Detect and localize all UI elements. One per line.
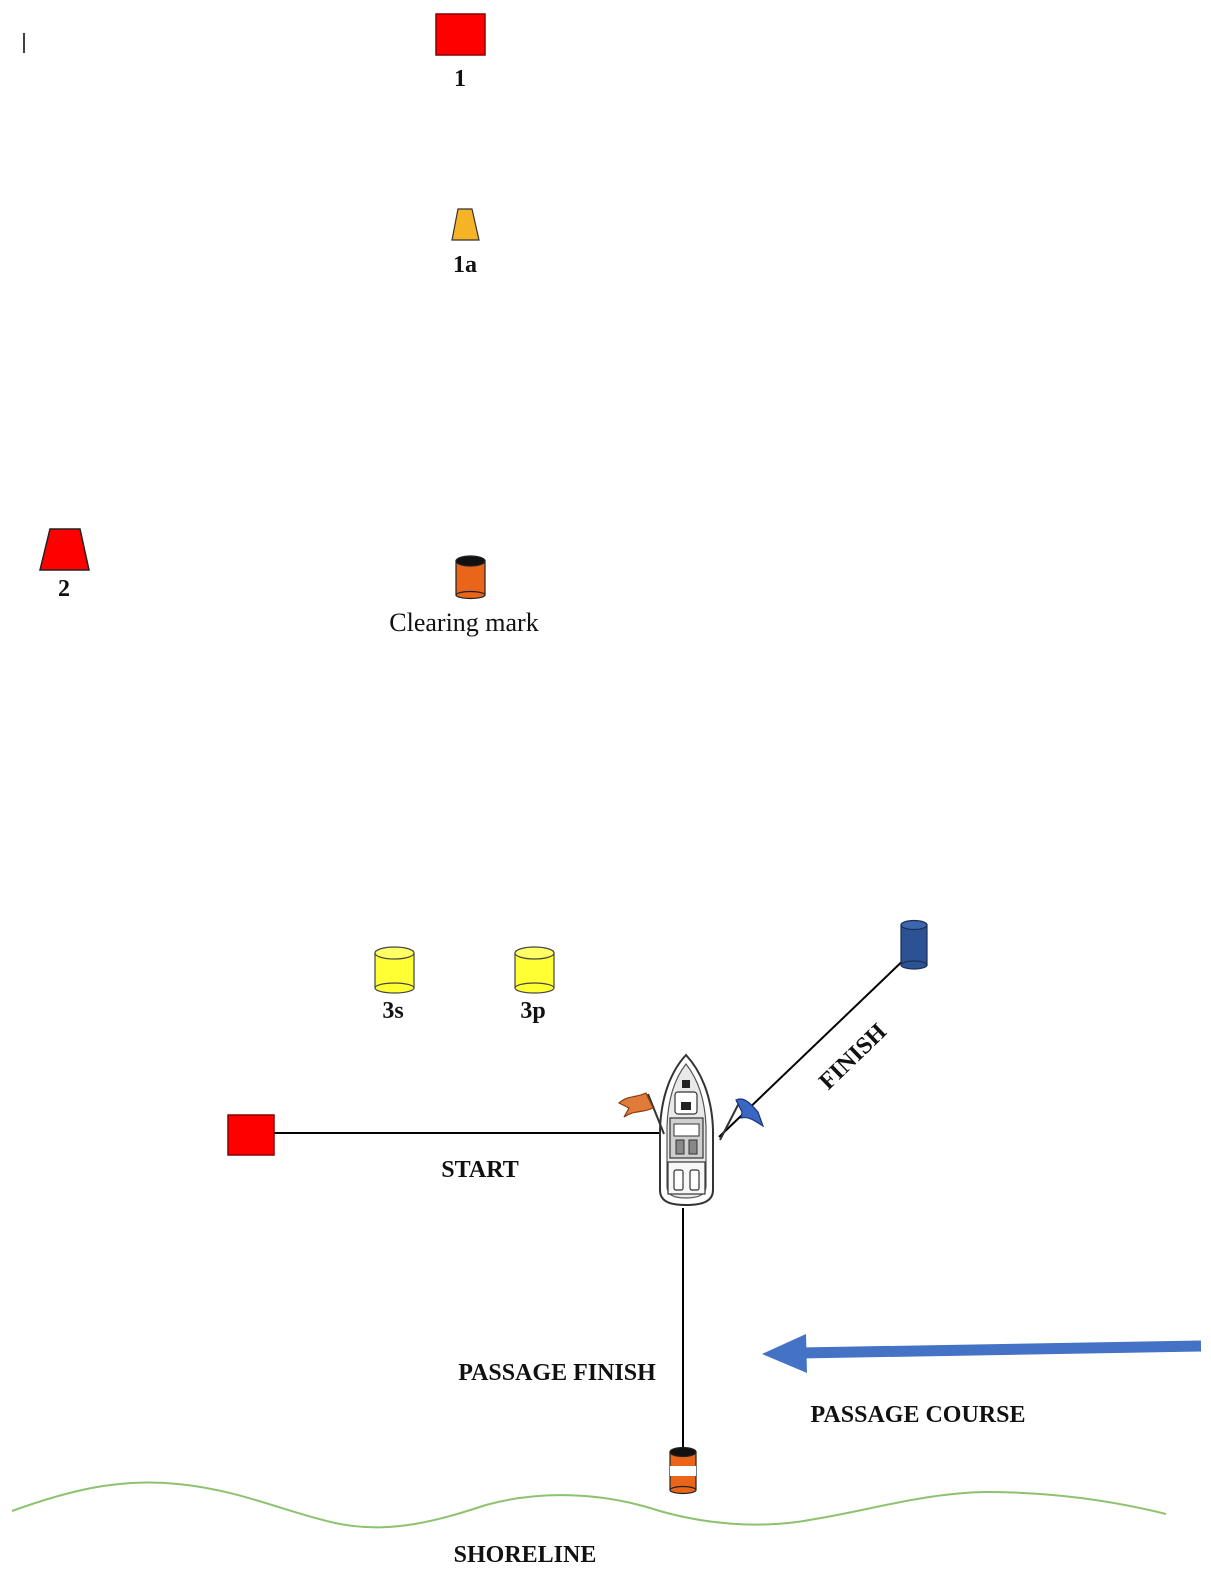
red-cone-icon xyxy=(39,528,90,571)
finish-line-label: FINISH xyxy=(814,1019,892,1095)
mark-2-label: 2 xyxy=(58,576,70,602)
clearing-mark-label: Clearing mark xyxy=(389,608,538,637)
yellow-cylinder-icon xyxy=(514,946,555,994)
mark-3s-label: 3s xyxy=(382,998,403,1024)
mark-1a: 1a xyxy=(451,208,480,278)
shoreline-label: SHORELINE xyxy=(454,1542,597,1568)
mark-2: 2 xyxy=(39,528,90,602)
arrow-left-icon xyxy=(762,1334,1202,1373)
committee-boat-icon xyxy=(659,1053,714,1207)
orange-flag-icon xyxy=(617,1092,665,1135)
red-square-icon xyxy=(435,13,486,56)
orange-cylinder-icon xyxy=(455,555,486,600)
blue-flag-icon xyxy=(719,1098,765,1141)
passage-finish-label: PASSAGE FINISH xyxy=(458,1360,656,1386)
mark-1: 1 xyxy=(435,13,486,92)
yellow-cylinder-icon xyxy=(374,946,415,994)
mark-3p: 3p xyxy=(514,946,555,1024)
passage-finish-pin-icon xyxy=(669,1446,697,1495)
passage-course-label: PASSAGE COURSE xyxy=(811,1402,1026,1428)
shoreline-curve xyxy=(11,1481,1167,1529)
finish-pin-blue-cylinder-icon xyxy=(900,919,928,970)
start-pin-red-square-icon xyxy=(227,1114,275,1156)
mark-3p-label: 3p xyxy=(520,998,545,1024)
start-line-label: START xyxy=(441,1157,518,1183)
mark-1-label: 1 xyxy=(454,66,466,92)
amber-cone-icon xyxy=(451,208,480,241)
mark-3s: 3s xyxy=(374,946,415,1024)
clearing-mark: Clearing mark xyxy=(389,555,539,637)
mark-1a-label: 1a xyxy=(453,252,477,278)
